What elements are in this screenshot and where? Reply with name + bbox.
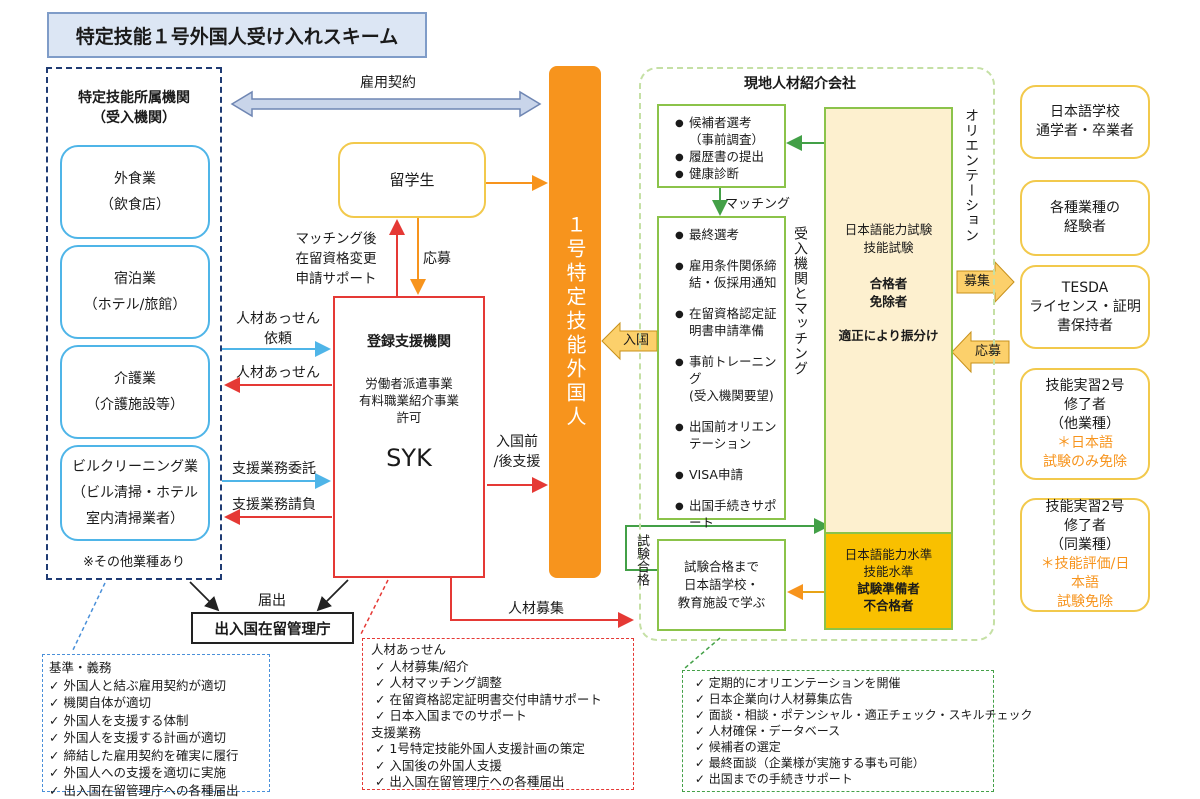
syk-note-link bbox=[359, 579, 389, 637]
apply-label: 応募 bbox=[423, 251, 451, 267]
employment-contract-arrow bbox=[230, 90, 542, 118]
recruit-arrow-shape bbox=[956, 260, 1015, 304]
industry-lodging: 宿泊業 （ホテル/旅館） bbox=[60, 245, 210, 339]
syk-heading: 登録支援機関 bbox=[367, 334, 451, 350]
step-final-selection: 最終選考 bbox=[675, 226, 780, 244]
exam-pass-label: 試験合格 bbox=[634, 534, 649, 586]
entry-tag: 入国 bbox=[622, 333, 649, 348]
employer-notification-arrow bbox=[189, 581, 220, 612]
student-box: 留学生 bbox=[338, 142, 486, 218]
referral-label: 人材あっせん bbox=[236, 365, 320, 381]
step-pre-training: 事前トレーニング(受入機関要望) bbox=[675, 353, 780, 404]
employer-matching-label: 受入機関とマッチング bbox=[792, 226, 808, 376]
local-agency-heading: 現地人材紹介会社 bbox=[744, 76, 856, 92]
worker-label: １号特定技能外国人 bbox=[563, 214, 587, 430]
matching-label: マッチング bbox=[725, 197, 791, 212]
local-note-link bbox=[684, 637, 721, 669]
immigration-agency-box: 出入国在留管理庁 bbox=[191, 612, 354, 644]
employer-panel bbox=[46, 67, 222, 580]
other-industries-note: ※その他業種あり bbox=[83, 555, 185, 570]
support-outsourcing-label: 支援業務委託 bbox=[232, 461, 316, 477]
referral-request-label: 人材あっせん 依頼 bbox=[236, 311, 320, 347]
syk-name: SYK bbox=[386, 444, 432, 472]
source-experienced: 各種業種の 経験者 bbox=[1020, 180, 1150, 256]
pre-post-entry-label: 入国前 /後支援 bbox=[493, 434, 541, 470]
page-title: 特定技能１号外国人受け入れスキーム bbox=[47, 12, 427, 58]
step-visa: VISA申請 bbox=[675, 466, 780, 484]
syk-services-note: 人材あっせん ✓ 人材募集/紹介 ✓ 人材マッチング調整 ✓ 在留資格認定証明書… bbox=[362, 638, 634, 790]
matching-after-label: マッチング後 在留資格変更 申請サポート bbox=[295, 231, 377, 287]
recruit-tag: 募集 bbox=[963, 274, 990, 289]
screening-box: 候補者選考（事前調査） 履歴書の提出 健康診断 bbox=[657, 104, 786, 188]
industry-building-cleaning: ビルクリーニング業 （ビル清掃・ホテル 室内清掃業者） bbox=[60, 445, 210, 541]
passed-label: 合格者 免除者 bbox=[869, 276, 908, 309]
study-box: 試験合格まで 日本語学校・ 教育施設で学ぶ bbox=[657, 539, 786, 631]
recruitment-label: 人材募集 bbox=[508, 601, 564, 617]
standards-note: 基準・義務 ✓ 外国人と結ぶ雇用契約が適切 ✓ 機関自体が適切 ✓ 外国人を支援… bbox=[42, 654, 270, 798]
source-japanese-school: 日本語学校 通学者・卒業者 bbox=[1020, 85, 1150, 159]
local-services-note: ✓ 定期的にオリエンテーションを開催 ✓ 日本企業向け人材募集広告 ✓ 面談・相… bbox=[682, 670, 1032, 792]
support-billing-label: 支援業務請負 bbox=[232, 497, 316, 513]
apply-tag: 応募 bbox=[974, 344, 1001, 359]
source-tesda: TESDA ライセンス・証明 書保持者 bbox=[1020, 265, 1150, 349]
orientation-label: オリエンテーション bbox=[963, 108, 979, 243]
source-tech-intern-other: 技能実習2号 修了者 （他業種） ＊日本語 試験のみ免除 bbox=[1020, 368, 1150, 480]
industry-food-service: 外食業 （飲食店） bbox=[60, 145, 210, 239]
source-tech-intern-same: 技能実習2号 修了者 （同業種） ＊技能評価/日 本語 試験免除 bbox=[1020, 498, 1150, 612]
worker-column: １号特定技能外国人 bbox=[549, 66, 601, 578]
sorting-label: 適正により振分け bbox=[838, 328, 939, 343]
syk-box: 登録支援機関 労働者派遣事業 有料職業紹介事業 許可 SYK bbox=[333, 296, 485, 578]
exam-bottom-box: 日本語能力水準 技能水準 試験準備者 不合格者 bbox=[824, 534, 953, 630]
notification-label: 届出 bbox=[258, 593, 286, 609]
industry-nursing-care: 介護業 （介護施設等） bbox=[60, 345, 210, 439]
employment-contract-label: 雇用契約 bbox=[360, 75, 416, 91]
syk-notification-arrow bbox=[316, 579, 349, 612]
employer-heading: 特定技能所属機関 （受入機関） bbox=[78, 90, 190, 126]
failed-label: 試験準備者 不合格者 bbox=[857, 581, 920, 613]
syk-license: 労働者派遣事業 有料職業紹介事業 許可 bbox=[358, 376, 459, 425]
recruitment-arrow bbox=[450, 578, 634, 628]
local-agency-panel bbox=[639, 67, 995, 641]
exam-top-box: 日本語能力試験 技能試験 合格者 免除者 適正により振分け bbox=[824, 107, 953, 534]
standards-note-link bbox=[71, 582, 106, 653]
